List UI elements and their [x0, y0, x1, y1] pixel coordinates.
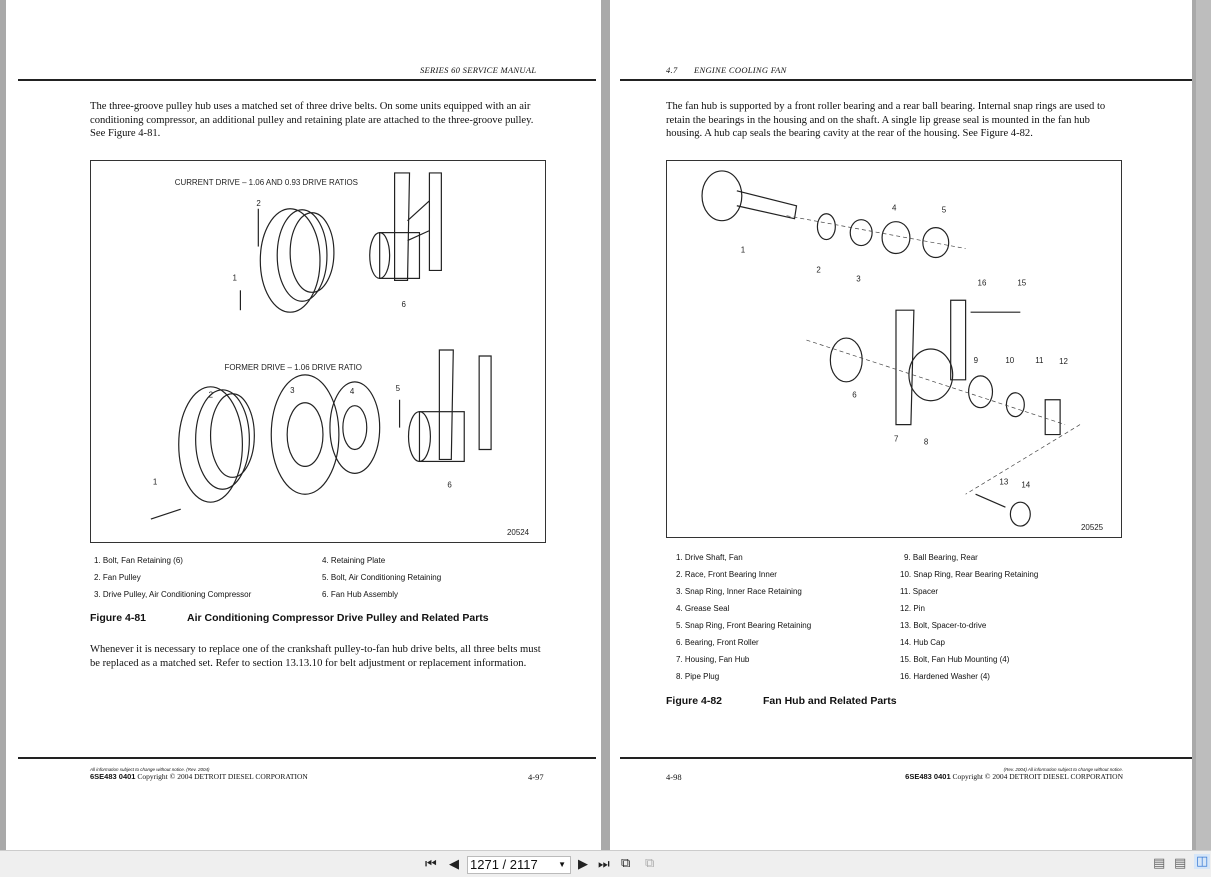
callout-label: 4 — [892, 204, 897, 213]
callout-label: 1 — [232, 273, 237, 282]
callout-label: 2 — [209, 391, 214, 400]
page-4-98: 4.7 ENGINE COOLING FAN The fan hub is su… — [610, 0, 1192, 850]
two-page-view-icon[interactable]: ◫ — [1194, 854, 1211, 869]
footer-rule — [620, 757, 1192, 759]
figure-4-81: CURRENT DRIVE – 1.06 AND 0.93 DRIVE RATI… — [90, 160, 546, 543]
section-number: 4.7 — [666, 65, 678, 75]
body-paragraph: Whenever it is necessary to replace one … — [90, 644, 541, 669]
callout-label: 11 — [1035, 356, 1044, 365]
callout-label: 3 — [290, 386, 295, 395]
chevron-down-icon[interactable]: ▼ — [558, 860, 566, 869]
callout-label: 5 — [942, 206, 947, 215]
callout-label: 5 — [396, 384, 401, 393]
last-page-button[interactable]: ⏭ — [598, 857, 610, 872]
next-page-button[interactable]: ▶ — [578, 857, 588, 872]
previous-page-button[interactable]: ◀ — [449, 857, 459, 872]
running-header: SERIES 60 SERVICE MANUAL — [420, 65, 537, 75]
figure-id: 20524 — [507, 528, 530, 537]
go-back-view-icon[interactable]: ⧉ — [621, 856, 631, 871]
figure-id: 20525 — [1081, 523, 1104, 532]
callout-label: 6 — [447, 480, 452, 489]
callout-label: 1 — [153, 477, 158, 486]
callout-label: 3 — [856, 274, 861, 283]
callout-label: 2 — [816, 265, 821, 274]
vertical-scrollbar[interactable] — [1196, 0, 1211, 850]
callout-label: 15 — [1017, 278, 1026, 287]
page-number: 4-98 — [666, 772, 682, 782]
footer: (Rev. 2004) All information subject to c… — [905, 767, 1123, 781]
navigation-toolbar: ⏮ ◀ 1271 / 2117▼ ▶ ⏭ ⧉ ⧉ ▤ ▤ ◫ — [0, 850, 1211, 877]
intro-paragraph: The fan hub is supported by a front roll… — [666, 101, 1106, 140]
former-drive-label: FORMER DRIVE – 1.06 DRIVE RATIO — [224, 363, 361, 372]
callout-label: 8 — [924, 437, 929, 446]
callout-label: 10 — [1005, 356, 1014, 365]
footer-rule — [18, 757, 596, 759]
callout-label: 14 — [1021, 480, 1030, 489]
running-header: ENGINE COOLING FAN — [694, 65, 787, 75]
page-4-97: SERIES 60 SERVICE MANUAL The three-groov… — [6, 0, 601, 850]
current-drive-label: CURRENT DRIVE – 1.06 AND 0.93 DRIVE RATI… — [175, 178, 358, 187]
header-rule — [620, 79, 1192, 81]
first-page-button[interactable]: ⏮ — [425, 857, 437, 872]
figure-number: Figure 4-82 — [666, 695, 723, 707]
figure-4-82: 1 2 3 4 5 6 7 8 9 10 11 12 13 14 15 16 2… — [666, 160, 1122, 538]
callout-label: 2 — [256, 199, 261, 208]
callout-label: 13 — [999, 477, 1008, 486]
single-page-view-icon[interactable]: ▤ — [1153, 856, 1166, 871]
figure-title: Fan Hub and Related Parts — [763, 695, 897, 707]
figure-number: Figure 4-81 — [90, 612, 147, 624]
intro-paragraph: The three-groove pulley hub uses a match… — [90, 101, 534, 140]
page-number-field[interactable]: 1271 / 2117▼ — [467, 856, 571, 874]
footer: All information subject to change withou… — [90, 767, 308, 781]
callout-label: 4 — [350, 387, 355, 396]
figure-title: Air Conditioning Compressor Drive Pulley… — [187, 612, 489, 624]
callout-label: 7 — [894, 435, 899, 444]
go-forward-view-icon[interactable]: ⧉ — [645, 856, 655, 871]
callout-label: 1 — [741, 246, 746, 255]
callout-label: 6 — [402, 300, 407, 309]
continuous-view-icon[interactable]: ▤ — [1174, 856, 1187, 871]
callout-label: 12 — [1059, 357, 1068, 366]
pulley-diagram: CURRENT DRIVE – 1.06 AND 0.93 DRIVE RATI… — [150, 172, 530, 537]
fan-hub-diagram: 1 2 3 4 5 6 7 8 9 10 11 12 13 14 15 16 2… — [701, 170, 1104, 532]
callout-label: 9 — [974, 356, 979, 365]
callout-label: 16 — [978, 278, 987, 287]
page-number: 4-97 — [528, 772, 544, 782]
callout-label: 6 — [852, 391, 857, 400]
header-rule — [18, 79, 596, 81]
